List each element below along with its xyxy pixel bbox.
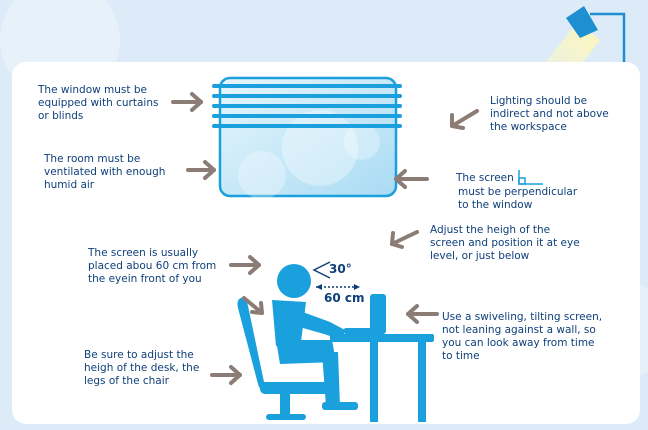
note-window-blinds: The window must be equipped with curtain… — [38, 84, 159, 122]
arrow-screen-distance — [229, 255, 261, 275]
note-screen-perpendicular: must be perpendicular to the window — [458, 186, 578, 211]
angle-label: 30° — [329, 262, 352, 276]
person-at-desk-icon — [237, 264, 434, 422]
note-screen-perpendicular-title: The screen — [456, 172, 514, 184]
note-ventilation: The room must be ventilated with enough … — [44, 153, 166, 191]
arrow-posture — [242, 296, 264, 315]
arrow-screen-height — [390, 230, 419, 249]
arrow-swivel-screen — [406, 304, 439, 324]
note-swivel-screen: Use a swiveling, tilting screen, not lea… — [442, 311, 603, 362]
distance-label: 60 cm — [324, 291, 365, 305]
perpendicular-icon — [518, 170, 543, 185]
arrow-window-blinds — [171, 92, 203, 112]
note-desk-chair: Be sure to adjust the heigh of the desk,… — [84, 349, 200, 387]
note-screen-height: Adjust the heigh of the screen and posit… — [430, 224, 580, 262]
note-lighting: Lighting should be indirect and not abov… — [490, 95, 609, 133]
note-screen-distance: The screen is usually placed abou 60 cm … — [88, 247, 217, 285]
lamp-icon — [566, 6, 626, 62]
arrow-ventilation — [186, 160, 216, 180]
arrow-screen-perpendicular — [394, 169, 429, 189]
view-angle-marker — [312, 261, 360, 290]
arrow-lighting — [450, 109, 479, 130]
arrow-desk-chair — [210, 365, 242, 385]
content-panel — [12, 62, 640, 424]
window-icon — [212, 76, 402, 199]
